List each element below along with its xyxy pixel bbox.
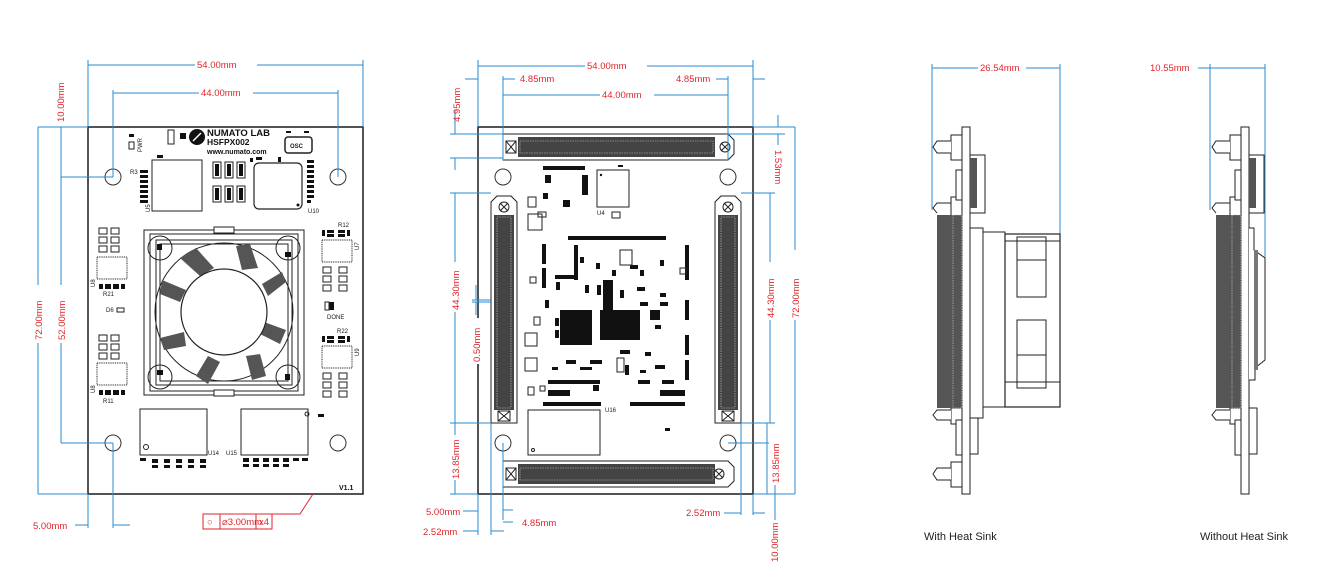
caption-with-heatsink: With Heat Sink bbox=[924, 531, 997, 543]
chip-u5 bbox=[151, 159, 203, 212]
label-pwr: PWR bbox=[138, 137, 144, 152]
chip-u14 bbox=[139, 408, 208, 456]
label-r22: R22 bbox=[337, 329, 349, 335]
dim-without-heatsink: 10.55mm bbox=[1150, 63, 1190, 74]
chip-u4 bbox=[596, 169, 630, 208]
label-u15: U15 bbox=[226, 451, 238, 457]
heat-sink-fan bbox=[143, 226, 305, 397]
dim-side-conn-left: 44.30mm bbox=[451, 270, 462, 310]
side-pcb bbox=[961, 126, 971, 495]
side-view-without-heatsink: 10.55mm Without Heat Sink bbox=[1150, 63, 1289, 543]
label-u8-bottom: U8 bbox=[91, 385, 97, 393]
label-d6: D6 bbox=[106, 308, 114, 314]
label-osc: OSC bbox=[290, 144, 304, 150]
version-label: V1.1 bbox=[339, 485, 354, 492]
side-connector bbox=[937, 215, 962, 408]
model-name: HSFPX002 bbox=[207, 137, 250, 147]
hole-callout: ○ ⌀3.00mm x4 bbox=[202, 493, 314, 530]
dim-bottom-height: 72.00mm bbox=[791, 278, 802, 318]
dim-side-conn-right: 44.30mm bbox=[766, 278, 777, 318]
dim-top-hole-span-y: 52.00mm bbox=[57, 300, 68, 340]
label-u5: U5 bbox=[146, 204, 152, 212]
label-r11: R11 bbox=[103, 399, 114, 405]
dim-bottom-252-left: 2.52mm bbox=[423, 527, 457, 538]
dim-right-top: 1.53mm bbox=[772, 150, 783, 184]
label-u10: U10 bbox=[308, 209, 320, 215]
dim-bottom-5: 5.00mm bbox=[426, 507, 460, 518]
label-u16: U16 bbox=[605, 408, 617, 414]
pad bbox=[180, 133, 186, 139]
bottom-dimension-lines bbox=[450, 60, 796, 535]
mounting-hole-tl bbox=[494, 168, 512, 186]
side-connector bbox=[1216, 215, 1241, 408]
label-r12: R12 bbox=[338, 223, 350, 229]
label-done: DONE bbox=[327, 315, 344, 321]
connector-bottom bbox=[502, 460, 735, 488]
dim-bottom-right-offset: 13.85mm bbox=[771, 443, 782, 483]
chip-u8b bbox=[96, 362, 128, 386]
label-u8-top: U8 bbox=[91, 279, 97, 287]
connector-left bbox=[490, 195, 518, 424]
label-u9: U9 bbox=[355, 348, 361, 356]
label-u7: U7 bbox=[355, 242, 361, 250]
dim-bottom-width: 54.00mm bbox=[587, 61, 627, 72]
dim-bottom-hole-span-x: 44.00mm bbox=[602, 90, 642, 101]
mounting-hole-tr bbox=[719, 168, 737, 186]
bottom-view: U4 U16 bbox=[423, 60, 802, 562]
dim-bottom-10: 10.00mm bbox=[770, 522, 781, 562]
chip-u8a bbox=[96, 256, 128, 280]
dim-top-edge: 4.95mm bbox=[452, 88, 463, 122]
chip-u15 bbox=[240, 408, 309, 456]
caption-without-heatsink: Without Heat Sink bbox=[1200, 531, 1289, 543]
dim-bottom-485: 4.85mm bbox=[522, 518, 556, 529]
chip-u10 bbox=[253, 162, 303, 210]
chip-u16 bbox=[527, 409, 601, 456]
oscillator bbox=[284, 136, 313, 154]
chip-u7 bbox=[321, 239, 353, 263]
hole-count: x4 bbox=[259, 517, 269, 528]
top-view: NUMATO LAB HSFPX002 www.numato.com OSC P… bbox=[32, 59, 364, 532]
dim-with-heatsink: 26.54mm bbox=[980, 63, 1020, 74]
dim-side-conn-gap: 0.50mm bbox=[472, 328, 483, 362]
dim-bottom-252-right: 2.52mm bbox=[686, 508, 720, 519]
dim-conn-offset-right: 4.85mm bbox=[676, 74, 710, 85]
chip-u9 bbox=[321, 345, 353, 369]
side-view-with-heatsink: 26.54mm With Heat Sink bbox=[924, 62, 1061, 543]
brand-name: NUMATO LAB bbox=[207, 128, 270, 139]
website: www.numato.com bbox=[206, 149, 267, 156]
side-pcb bbox=[1240, 126, 1250, 495]
dim-conn-offset-left: 4.85mm bbox=[520, 74, 554, 85]
connector-top bbox=[502, 133, 735, 161]
components bbox=[542, 165, 689, 431]
connector-right bbox=[714, 195, 742, 424]
dim-top-left-offset: 5.00mm bbox=[33, 521, 67, 532]
mounting-hole-br bbox=[329, 434, 347, 452]
dim-bottom-left-offset: 13.85mm bbox=[451, 439, 462, 479]
label-u4: U4 bbox=[597, 211, 605, 217]
label-r3: R3 bbox=[130, 170, 138, 176]
hole-symbol: ○ bbox=[207, 517, 213, 528]
hole-diameter: ⌀3.00mm bbox=[222, 517, 262, 528]
component bbox=[167, 129, 175, 145]
label-r21: R21 bbox=[103, 292, 115, 298]
dim-top-height: 72.00mm bbox=[34, 300, 45, 340]
dim-top-hole-span-x: 44.00mm bbox=[201, 88, 241, 99]
dim-top-offset: 10.00mm bbox=[56, 82, 67, 122]
dim-top-width: 54.00mm bbox=[197, 60, 237, 71]
label-u14: U14 bbox=[208, 451, 220, 457]
